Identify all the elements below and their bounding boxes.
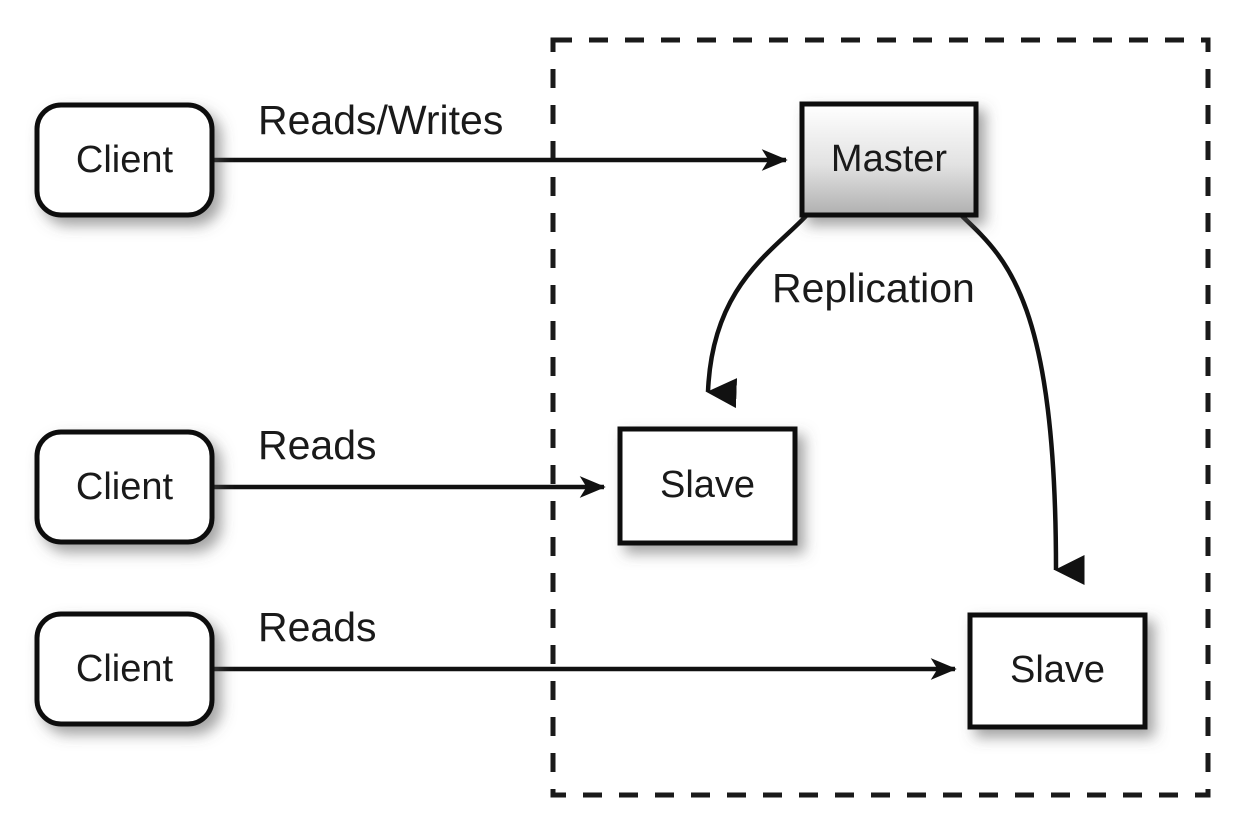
slave-1-label: Slave	[660, 464, 755, 506]
edge-label-reads-2: Reads	[258, 604, 377, 650]
node-master[interactable]: Master	[799, 101, 979, 218]
client-2-label: Client	[76, 466, 174, 508]
edge-label-replication: Replication	[772, 265, 975, 311]
slave-1-shape	[617, 426, 798, 546]
client-1-shape	[34, 102, 215, 218]
master-shape	[799, 101, 979, 218]
edge-label-reads-writes: Reads/Writes	[258, 97, 503, 143]
client-3-label: Client	[76, 648, 174, 690]
node-client-3[interactable]: Client	[34, 611, 215, 727]
edge-master-slave2-curve	[960, 214, 1085, 585]
node-slave-2[interactable]: Slave	[967, 612, 1148, 730]
edge-master-slave1-curve	[705, 214, 808, 409]
master-label: Master	[831, 138, 947, 180]
client-3-shape	[34, 611, 215, 727]
edge-label-reads-1: Reads	[258, 422, 377, 468]
database-cluster-boundary	[550, 37, 1211, 798]
slave-2-label: Slave	[1010, 649, 1105, 691]
client-2-shape	[34, 429, 215, 545]
node-slave-1[interactable]: Slave	[617, 426, 798, 546]
node-client-2[interactable]: Client	[34, 429, 215, 545]
node-client-1[interactable]: Client	[34, 102, 215, 218]
client-1-label: Client	[76, 139, 174, 181]
slave-2-shape	[967, 612, 1148, 730]
